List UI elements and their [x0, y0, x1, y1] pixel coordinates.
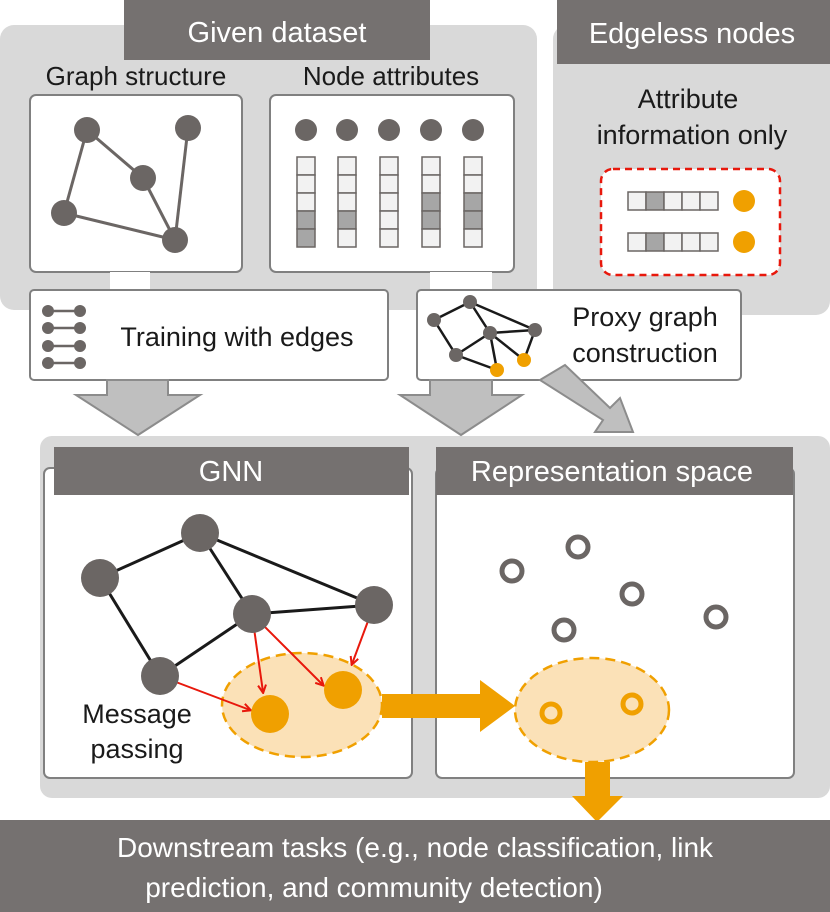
gnn-node [81, 559, 119, 597]
attribute-cell [421, 156, 441, 176]
attribute-cell [379, 174, 399, 194]
gnn-title: GNN [199, 456, 263, 488]
attribute-info-line1: Attribute [638, 84, 739, 114]
given-dataset-title: Given dataset [188, 17, 367, 49]
attribute-cell [379, 156, 399, 176]
attribute-cell [463, 192, 483, 212]
gnn-banner [54, 447, 409, 495]
attribute-info-line2: information only [597, 120, 788, 150]
edgeless-attribute-cell [663, 232, 683, 252]
representation-title: Representation space [471, 456, 753, 488]
attribute-cell [296, 174, 316, 194]
edgeless-node [733, 231, 755, 253]
attribute-cell [463, 156, 483, 176]
gnn-node [181, 514, 219, 552]
connector [430, 272, 492, 292]
graph-node [74, 117, 100, 143]
training-with-edges-box: Training with edges [29, 289, 389, 381]
arrow-diagonal-edgeless [538, 363, 635, 433]
gnn-graph [81, 514, 393, 759]
attribute-cell [421, 228, 441, 248]
attribute-cell [337, 156, 357, 176]
attribute-cell [379, 228, 399, 248]
attribute-cell [296, 228, 316, 248]
attribute-node [336, 119, 358, 141]
attribute-node [295, 119, 317, 141]
edgeless-nodes-title: Edgeless nodes [589, 18, 795, 50]
attribute-node [378, 119, 400, 141]
attribute-cell [337, 192, 357, 212]
gnn-node-new [251, 695, 289, 733]
proxy-graph-box: Proxy graph construction [416, 289, 742, 381]
message-passing-line2: passing [90, 734, 183, 764]
edgeless-node [733, 190, 755, 212]
downstream-line2: prediction, and community detection) [145, 872, 603, 903]
graph-node [162, 227, 188, 253]
graph-structure-box [29, 94, 243, 273]
attribute-cell [337, 210, 357, 230]
downstream-arrow [572, 762, 623, 822]
attribute-cell [337, 174, 357, 194]
gnn-node [141, 657, 179, 695]
edgeless-attribute-cell [681, 191, 701, 211]
attribute-cell [463, 174, 483, 194]
attribute-cell [421, 210, 441, 230]
attribute-cell [379, 192, 399, 212]
downstream-banner [0, 820, 830, 912]
attribute-cell [296, 156, 316, 176]
edgeless-attribute-cell [645, 232, 665, 252]
attribute-cell [337, 228, 357, 248]
gnn-node [355, 586, 393, 624]
proxy-graph-line2: construction [572, 338, 718, 368]
arrow-down-proxy [396, 379, 526, 437]
graph-node [130, 165, 156, 191]
edgeless-attribute-cell [681, 232, 701, 252]
proxy-graph-icon [427, 295, 542, 377]
edgeless-attribute-cell [663, 191, 683, 211]
edgeless-attribute-cell [699, 232, 719, 252]
attribute-cell [296, 210, 316, 230]
arrow-down-training [72, 379, 204, 437]
graph-node [175, 115, 201, 141]
attribute-node [462, 119, 484, 141]
edgeless-attribute-cell [627, 191, 647, 211]
training-with-edges-label: Training with edges [120, 322, 353, 352]
gnn-node [233, 595, 271, 633]
node-attributes-box [269, 94, 515, 273]
attribute-cell [379, 210, 399, 230]
edge-list-icon [42, 305, 86, 369]
attribute-cell [296, 192, 316, 212]
attribute-cell [463, 228, 483, 248]
given-dataset-banner [124, 0, 430, 60]
attribute-cell [421, 192, 441, 212]
edgeless-attribute-cell [627, 232, 647, 252]
attribute-only-box [599, 167, 782, 277]
attribute-cell [421, 174, 441, 194]
edgeless-nodes-banner [557, 0, 830, 64]
message-passing-line1: Message [82, 699, 192, 729]
node-attributes-label: Node attributes [303, 61, 479, 91]
graph-structure-label: Graph structure [46, 61, 227, 91]
attribute-cell [463, 210, 483, 230]
attribute-node [420, 119, 442, 141]
proxy-graph-line1: Proxy graph [572, 302, 718, 332]
new-node-cluster [513, 656, 671, 764]
connector [110, 272, 150, 292]
edgeless-attribute-cell [699, 191, 719, 211]
message-passing-region [220, 651, 384, 759]
representation-banner [436, 447, 793, 495]
embedding-arrow [382, 680, 515, 732]
gnn-node-new [324, 671, 362, 709]
graph-node [51, 200, 77, 226]
downstream-line1: Downstream tasks (e.g., node classificat… [117, 832, 714, 863]
edgeless-attribute-cell [645, 191, 665, 211]
